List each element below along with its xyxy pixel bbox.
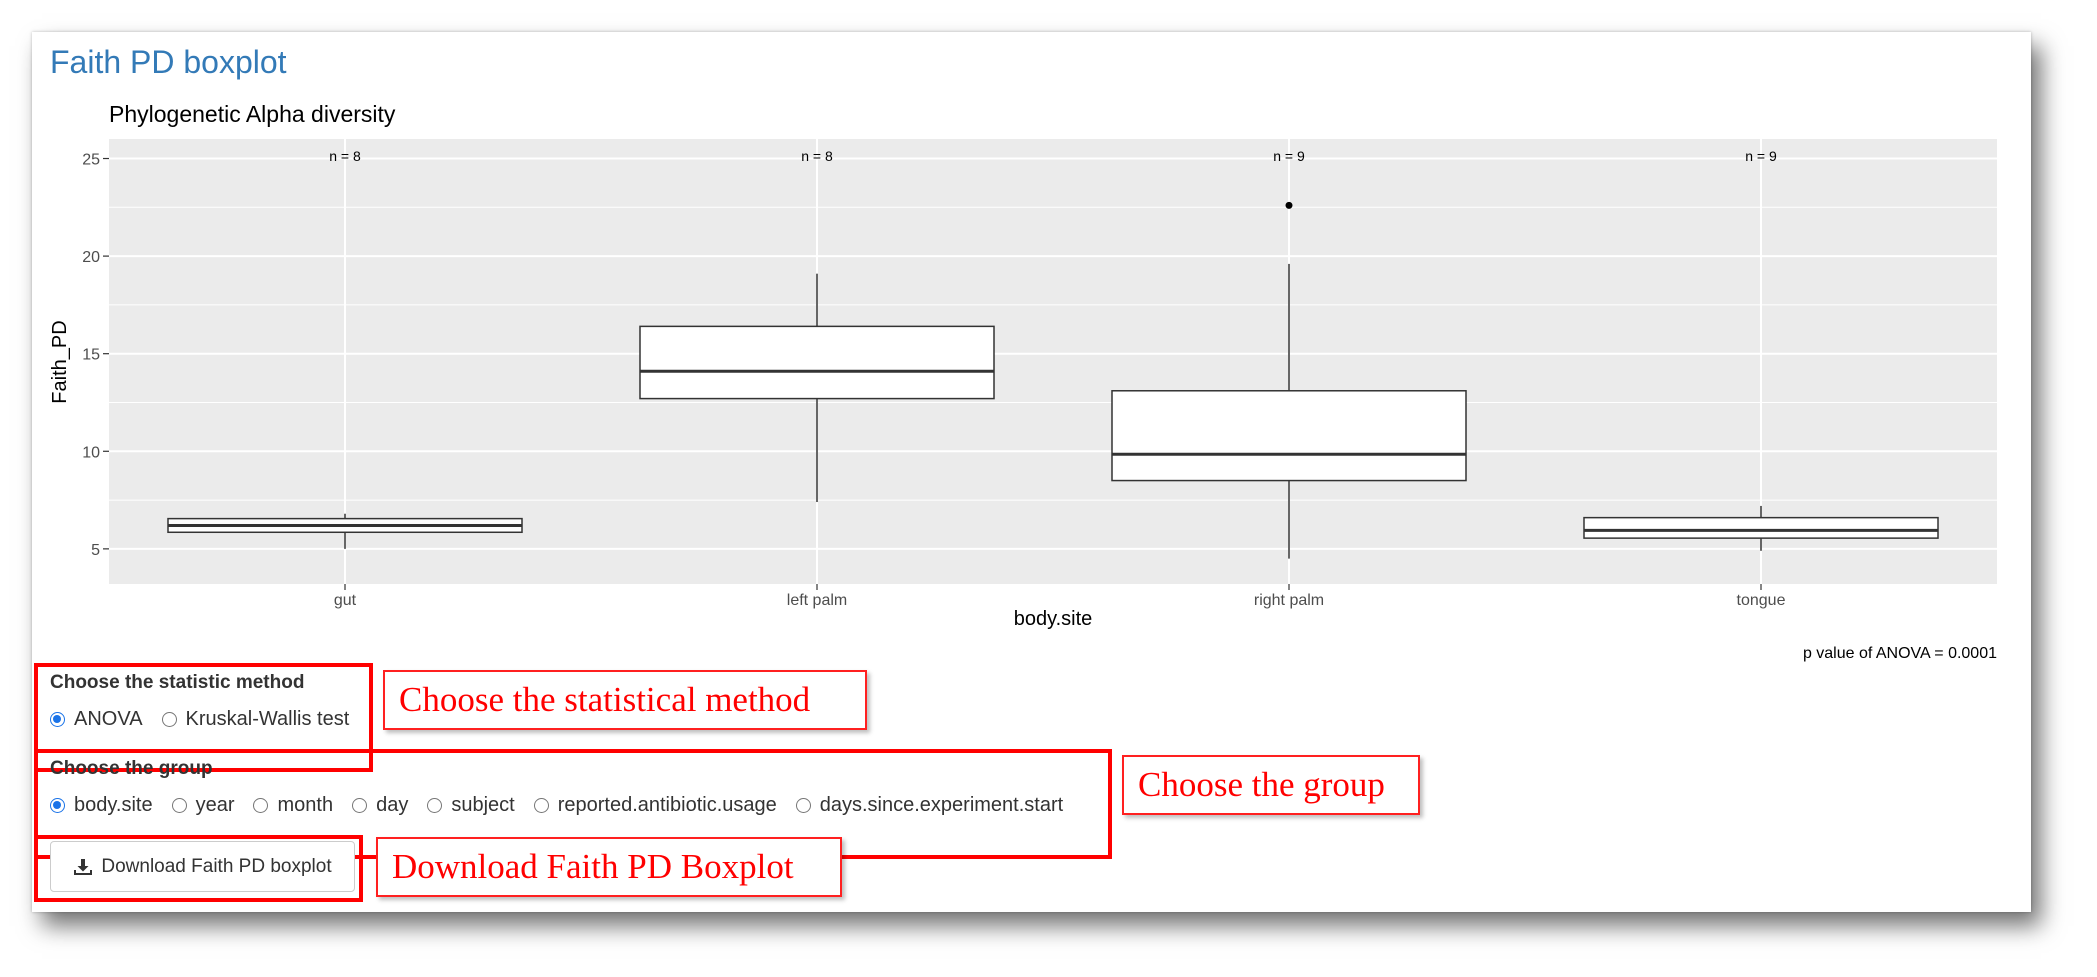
group-option-label: day xyxy=(376,794,409,816)
box-tongue xyxy=(1583,516,1939,539)
group-radio-days-since-experiment-start[interactable] xyxy=(795,798,811,813)
x-tick-label: gut xyxy=(334,592,357,609)
group-radio-reported-antibiotic-usage[interactable] xyxy=(533,798,549,813)
group-option-label: year xyxy=(195,794,235,816)
method-label: Choose the statistic method xyxy=(50,672,305,693)
count-label: n = 8 xyxy=(801,148,833,164)
group-option-label: month xyxy=(277,794,334,816)
y-tick-label: 5 xyxy=(91,542,100,559)
group-radio-body-site[interactable] xyxy=(50,798,65,813)
group-label: Choose the group xyxy=(50,758,213,779)
group-radio-year[interactable] xyxy=(171,798,187,813)
group-option-day[interactable]: day xyxy=(352,794,408,817)
group-option-subject[interactable]: subject xyxy=(427,794,515,817)
download-callout: Download Faith PD Boxplot xyxy=(376,837,842,897)
method-highlight-box xyxy=(34,663,373,772)
method-option-label: Kruskal-Wallis test xyxy=(185,708,350,730)
x-tick-label: right palm xyxy=(1254,592,1324,609)
method-radio-anova[interactable] xyxy=(50,712,65,727)
y-tick-label: 10 xyxy=(82,444,100,461)
count-label: n = 9 xyxy=(1745,148,1777,164)
p-value-caption: p value of ANOVA = 0.0001 xyxy=(1803,645,1997,662)
x-tick-label: tongue xyxy=(1737,592,1786,609)
box-left-palm xyxy=(639,325,995,400)
download-button[interactable]: Download Faith PD boxplot xyxy=(50,841,355,892)
download-icon xyxy=(74,858,93,875)
group-option-year[interactable]: year xyxy=(171,794,235,817)
page-title: Faith PD boxplot xyxy=(50,44,287,80)
y-tick-label: 15 xyxy=(82,347,100,364)
group-option-reported-antibiotic-usage[interactable]: reported.antibiotic.usage xyxy=(533,794,777,817)
method-option-anova[interactable]: ANOVA xyxy=(50,708,143,731)
group-radio-group: body.site year month day subject reported.ant… xyxy=(50,794,1082,817)
count-label: n = 8 xyxy=(329,148,361,164)
group-callout: Choose the group xyxy=(1122,755,1420,815)
group-radio-day[interactable] xyxy=(352,798,368,813)
method-callout: Choose the statistical method xyxy=(383,670,867,730)
download-highlight-box xyxy=(34,835,363,902)
group-option-label: body.site xyxy=(74,794,153,816)
group-option-days-since-experiment-start[interactable]: days.since.experiment.start xyxy=(795,794,1064,817)
group-option-body-site[interactable]: body.site xyxy=(50,794,153,817)
group-option-label: reported.antibiotic.usage xyxy=(557,794,777,816)
boxplot-chart: Phylogenetic Alpha diversity 5 10 15 20 25 n =… xyxy=(49,101,1997,662)
group-radio-month[interactable] xyxy=(253,798,269,813)
method-radio-kruskal-wallis-test[interactable] xyxy=(161,712,177,727)
y-tick-label: 20 xyxy=(82,249,100,266)
group-option-label: subject xyxy=(451,794,515,816)
method-option-label: ANOVA xyxy=(74,708,143,730)
chart-title: Phylogenetic Alpha diversity xyxy=(109,101,396,127)
plot-panel-background xyxy=(109,139,1997,584)
boxplot-panel: Faith PD boxplot Phylogenetic Alpha dive… xyxy=(32,32,2031,912)
method-radio-group: ANOVA Kruskal-Wallis test xyxy=(50,708,368,731)
group-option-label: days.since.experiment.start xyxy=(819,794,1064,816)
x-axis-title: body.site xyxy=(1014,608,1093,630)
box-right-palm xyxy=(1111,390,1467,482)
group-option-month[interactable]: month xyxy=(253,794,333,817)
y-tick-label: 25 xyxy=(82,152,100,169)
download-button-label: Download Faith PD boxplot xyxy=(101,855,332,877)
outlier-point xyxy=(1285,201,1293,209)
group-radio-subject[interactable] xyxy=(427,798,443,813)
method-option-kruskal-wallis-test[interactable]: Kruskal-Wallis test xyxy=(161,708,350,731)
x-tick-label: left palm xyxy=(787,592,847,609)
count-label: n = 9 xyxy=(1273,148,1305,164)
y-axis-title: Faith_PD xyxy=(49,320,71,403)
